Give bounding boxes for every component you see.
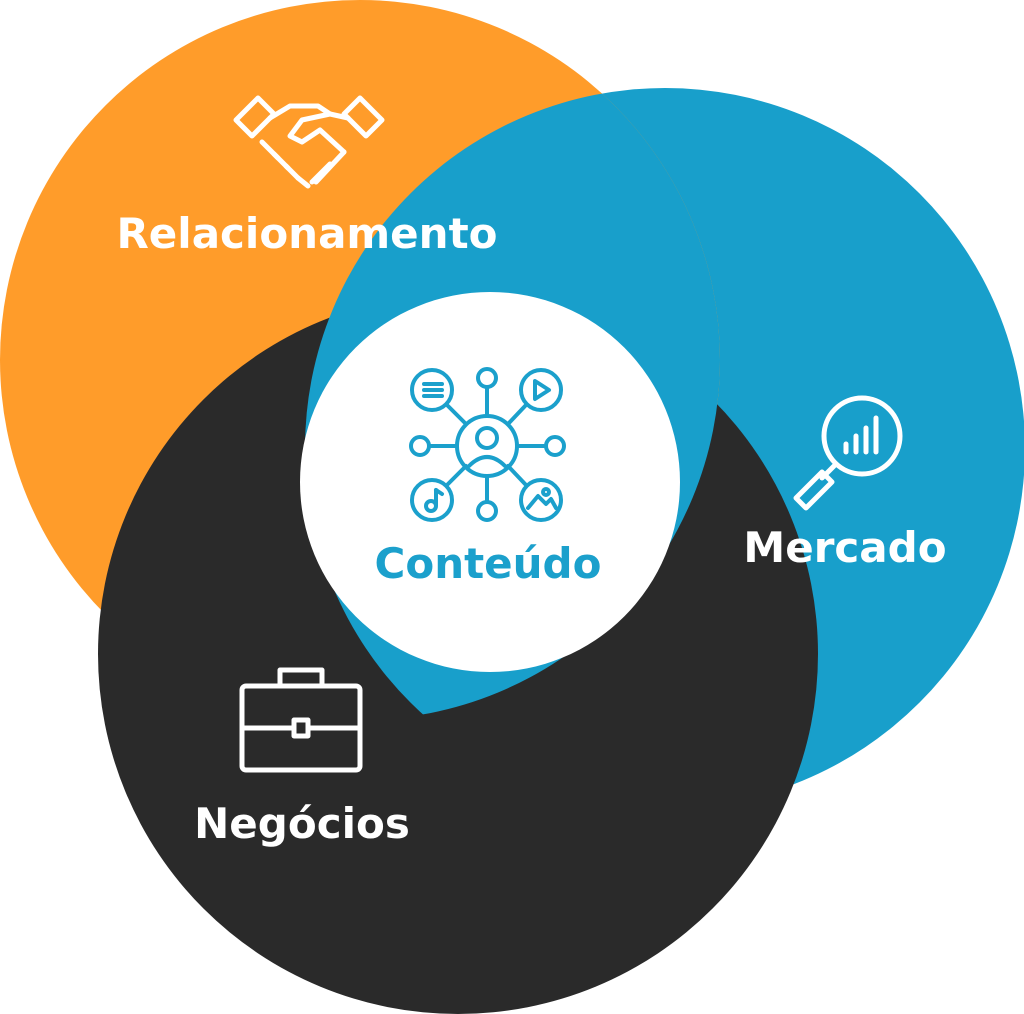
circle-conteudo [300, 292, 680, 672]
magnifier-chart-icon [793, 395, 903, 511]
content-network-icon [409, 367, 566, 522]
briefcase-icon [239, 667, 363, 773]
label-conteudo: Conteúdo [375, 539, 602, 588]
label-relacionamento: Relacionamento [116, 209, 497, 258]
label-mercado: Mercado [743, 523, 946, 572]
label-negocios: Negócios [194, 799, 410, 848]
handshake-icon [233, 95, 385, 189]
